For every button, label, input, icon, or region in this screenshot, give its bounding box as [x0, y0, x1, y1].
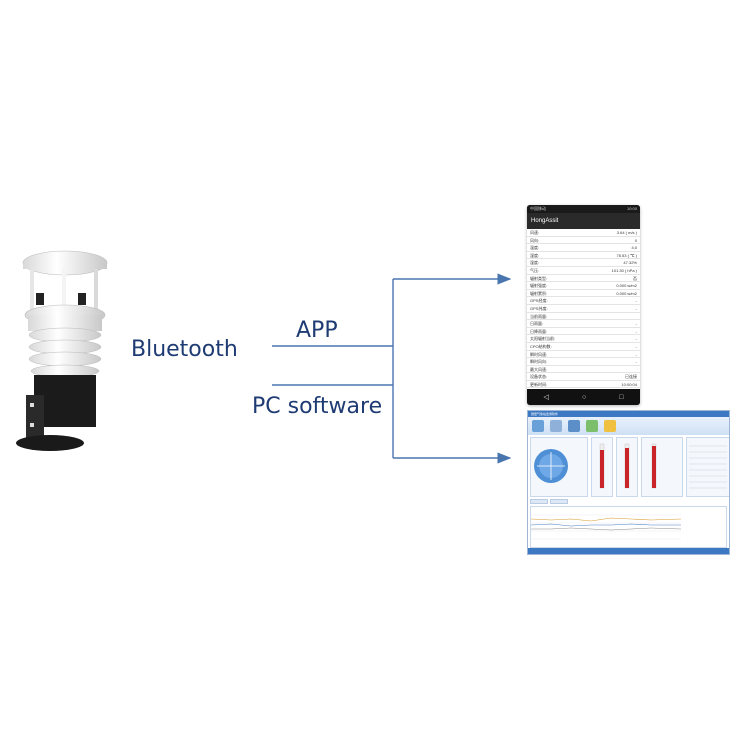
- phone-row-value: 0.000 w/m2: [616, 283, 637, 289]
- weather-sensor-image: [16, 250, 108, 451]
- phone-row-key: GPS经度:: [530, 298, 548, 304]
- phone-row-key: 湿度:: [530, 260, 540, 266]
- phone-row-value: 47.32%: [623, 260, 637, 266]
- phone-data-row: CPO结构数: -: [527, 343, 640, 351]
- phone-row-key: 设备状态:: [530, 374, 548, 380]
- pc-thermometer-panel: [591, 437, 613, 497]
- phone-row-key: 瞬时风速:: [530, 351, 548, 357]
- recent-apps-icon[interactable]: □: [619, 393, 624, 401]
- phone-data-row: 湿度: 47.32%: [527, 259, 640, 267]
- phone-data-row: 日降雨量: -: [527, 328, 640, 336]
- phone-data-row: 辐射类型: 否: [527, 275, 640, 283]
- phone-row-key: 风速:: [530, 230, 540, 235]
- home-icon[interactable]: ○: [581, 393, 587, 401]
- phone-data-row: 湿度: 75.53 ( ℃ ): [527, 252, 640, 260]
- phone-data-row: 设备状态: 已连接: [527, 373, 640, 381]
- phone-data-row: 瞬时风向: -: [527, 358, 640, 366]
- pc-humidity-panel: [616, 437, 638, 497]
- phone-data-row: 风向: 0: [527, 237, 640, 245]
- phone-row-value: -: [635, 321, 637, 327]
- pc-tabs: [530, 499, 568, 505]
- phone-data-row: 辐射强度: 0.000 w/m2: [527, 282, 640, 290]
- phone-row-key: 辐射强度:: [530, 283, 548, 289]
- pc-pressure-panel: [641, 437, 683, 497]
- phone-row-key: 辐射类型:: [530, 275, 548, 281]
- pc-tool-connect-icon[interactable]: [532, 420, 544, 432]
- phone-app-screenshot: 中国移动 10:00 HongAssit 风速: 3.64 ( m/s ) 风向: 0…: [527, 205, 640, 405]
- phone-data-row: GPS纬度: -: [527, 305, 640, 313]
- pc-tool-data-icon[interactable]: [586, 420, 598, 432]
- phone-app-title: HongAssit: [527, 213, 640, 229]
- phone-row-key: CPO结构数:: [530, 343, 552, 349]
- phone-row-value: 101.30 ( hPa ): [611, 267, 637, 273]
- phone-row-value: -: [635, 343, 637, 349]
- phone-row-value: 否: [633, 275, 637, 281]
- phone-row-value: -: [635, 336, 637, 342]
- phone-row-key: GPS纬度:: [530, 305, 548, 311]
- phone-row-value: -: [635, 298, 637, 304]
- pc-status-bar: [528, 548, 729, 554]
- bluetooth-label: Bluetooth: [131, 337, 238, 362]
- pc-gauge-panels: [530, 437, 729, 497]
- phone-row-value: -: [635, 328, 637, 334]
- phone-row-value: 75.53 ( ℃ ): [616, 252, 638, 258]
- phone-row-key: 日降雨量:: [530, 328, 548, 334]
- pc-tool-monitor-icon[interactable]: [568, 420, 580, 432]
- phone-row-value: 3.64 ( m/s ): [616, 230, 637, 235]
- phone-data-row: GPS经度: -: [527, 297, 640, 305]
- phone-row-key: 太阳辐射当前:: [530, 336, 556, 342]
- phone-row-value: 4.0: [631, 245, 637, 251]
- pc-wind-compass-panel: [530, 437, 588, 497]
- pc-tab-history[interactable]: [550, 499, 568, 504]
- pc-trend-graph: [530, 506, 727, 548]
- pc-data-table-panel: [686, 437, 729, 497]
- pc-software-label: PC software: [252, 394, 383, 419]
- pc-tool-settings-icon[interactable]: [550, 420, 562, 432]
- phone-data-row: 瞬时风速: -: [527, 351, 640, 359]
- phone-data-row: 当前雨量:: [527, 313, 640, 321]
- pc-toolbar: [528, 417, 729, 435]
- phone-row-key: 风向:: [530, 237, 540, 243]
- phone-row-value: -: [635, 305, 637, 311]
- pc-tab-realtime[interactable]: [530, 499, 548, 504]
- phone-nav-bar: ◁ ○ □: [527, 389, 640, 405]
- phone-data-row: 辐射累积: 0.000 w/m2: [527, 290, 640, 298]
- phone-data-row: 风速: 3.64 ( m/s ): [527, 229, 640, 237]
- phone-row-value: 0.000 w/m2: [616, 290, 637, 296]
- phone-data-row: 气压: 101.30 ( hPa ): [527, 267, 640, 275]
- phone-carrier: 中国移动: [530, 206, 546, 211]
- phone-data-row: 日雨量: -: [527, 320, 640, 328]
- phone-data-row: 更新时间: 10:00:04: [527, 381, 640, 389]
- phone-row-key: 湿度:: [530, 252, 540, 258]
- phone-row-value: 已连接: [625, 374, 637, 380]
- phone-data-row: 最大风速:: [527, 366, 640, 374]
- phone-row-key: 气压:: [530, 267, 540, 273]
- phone-row-key: 日雨量:: [530, 321, 544, 327]
- phone-row-value: 10:00:04: [621, 381, 637, 387]
- phone-data-row: 太阳辐射当前: -: [527, 335, 640, 343]
- phone-row-key: 辐射累积:: [530, 290, 548, 296]
- phone-data-row: 温度: 4.0: [527, 244, 640, 252]
- phone-status-bar: 中国移动 10:00: [527, 205, 640, 213]
- back-icon[interactable]: ◁: [543, 394, 549, 401]
- phone-row-key: 当前雨量:: [530, 313, 548, 319]
- phone-row-key: 温度:: [530, 245, 540, 251]
- phone-row-value: -: [635, 359, 637, 365]
- phone-clock: 10:00: [626, 206, 637, 211]
- phone-row-key: 更新时间:: [530, 381, 548, 387]
- pc-window-title: 微型气象站监测软件: [528, 411, 729, 417]
- pc-software-screenshot: 微型气象站监测软件: [527, 410, 730, 555]
- pc-tool-about-icon[interactable]: [604, 420, 616, 432]
- phone-row-value: -: [635, 351, 637, 357]
- phone-row-key: 最大风速:: [530, 366, 548, 372]
- app-label: APP: [296, 318, 338, 343]
- phone-row-key: 瞬时风向:: [530, 359, 548, 365]
- phone-row-value: 0: [634, 237, 637, 243]
